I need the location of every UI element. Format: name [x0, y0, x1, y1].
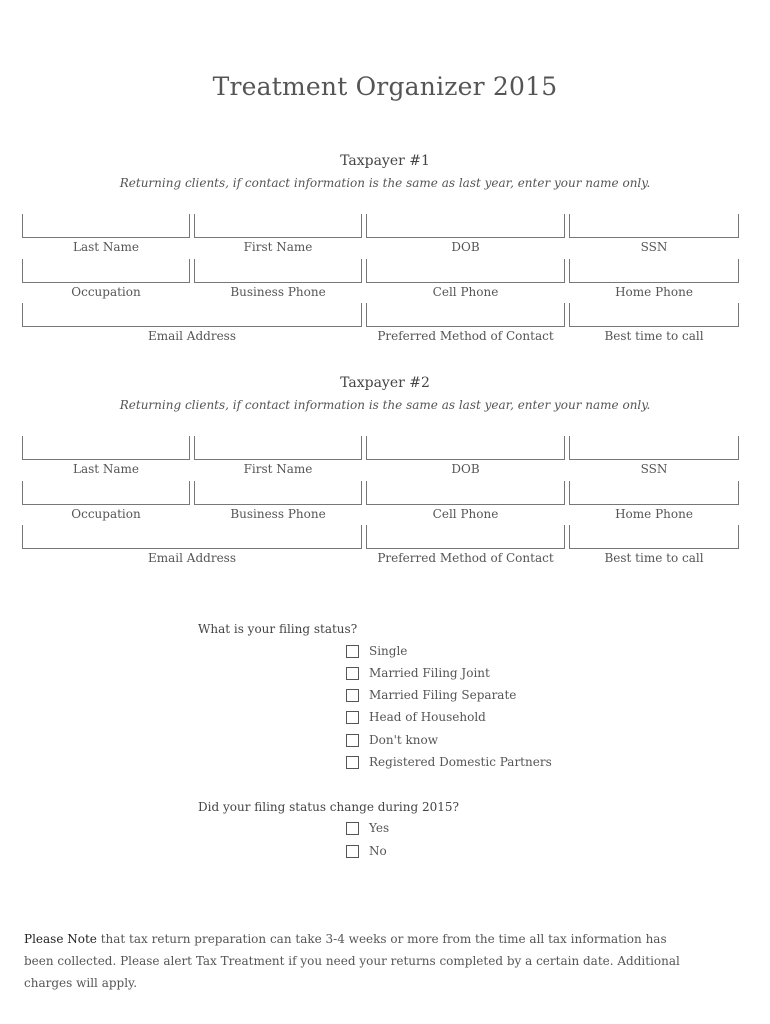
note-text: that tax return preparation can take 3-4…	[24, 932, 680, 990]
tp2-dob-label: DOB	[451, 462, 480, 476]
note-lead: Please Note	[24, 932, 97, 946]
filing-status-question: What is your filing status?	[198, 622, 358, 636]
tp1-business-phone-label: Business Phone	[230, 285, 326, 299]
tp2-preferred-contact-label: Preferred Method of Contact	[377, 551, 554, 565]
filing-status-option[interactable]: Don't know	[346, 731, 438, 749]
filing-status-option[interactable]: Head of Household	[346, 708, 486, 726]
please-note: Please Note that tax return preparation …	[24, 928, 684, 994]
checkbox-no[interactable]	[346, 844, 359, 858]
checkbox-yes[interactable]	[346, 821, 359, 835]
tp2-cell-phone-label: Cell Phone	[432, 507, 499, 521]
checkbox-married-filing-joint[interactable]	[346, 666, 359, 680]
tp1-cell-phone-field[interactable]	[366, 259, 565, 283]
option-label: Head of Household	[369, 710, 486, 724]
taxpayer1-subtitle: Returning clients, if contact informatio…	[119, 176, 651, 190]
tp1-occupation-field[interactable]	[22, 259, 190, 283]
tp1-first-name-field[interactable]	[194, 214, 362, 238]
tp2-ssn-field[interactable]	[569, 436, 739, 460]
tp1-last-name-label: Last Name	[72, 240, 140, 254]
tp2-occupation-label: Occupation	[71, 507, 141, 521]
checkbox-registered-domestic-partners[interactable]	[346, 755, 359, 769]
taxpayer2-heading: Taxpayer #2	[340, 375, 430, 391]
tp2-last-name-label: Last Name	[72, 462, 140, 476]
filing-status-option[interactable]: Married Filing Joint	[346, 664, 490, 682]
tp2-email-label: Email Address	[148, 551, 236, 565]
tp1-ssn-label: SSN	[640, 240, 668, 254]
status-change-question: Did your filing status change during 201…	[198, 800, 459, 814]
checkbox-head-of-household[interactable]	[346, 710, 359, 724]
tp1-preferred-contact-field[interactable]	[366, 303, 565, 327]
tp1-email-label: Email Address	[148, 329, 236, 343]
taxpayer1-heading: Taxpayer #1	[340, 153, 430, 169]
checkbox-dont-know[interactable]	[346, 733, 359, 747]
tp2-email-field[interactable]	[22, 525, 362, 549]
tp1-occupation-label: Occupation	[71, 285, 141, 299]
tp1-best-time-field[interactable]	[569, 303, 739, 327]
tp2-best-time-field[interactable]	[569, 525, 739, 549]
tp1-home-phone-field[interactable]	[569, 259, 739, 283]
checkbox-married-filing-separate[interactable]	[346, 688, 359, 702]
taxpayer2-subtitle: Returning clients, if contact informatio…	[119, 398, 651, 412]
tp1-best-time-label: Best time to call	[604, 329, 704, 343]
tp2-preferred-contact-field[interactable]	[366, 525, 565, 549]
filing-status-option[interactable]: Married Filing Separate	[346, 686, 516, 704]
tp2-dob-field[interactable]	[366, 436, 565, 460]
option-label: No	[369, 844, 387, 858]
tp2-first-name-field[interactable]	[194, 436, 362, 460]
tp1-email-field[interactable]	[22, 303, 362, 327]
tp2-best-time-label: Best time to call	[604, 551, 704, 565]
tp1-ssn-field[interactable]	[569, 214, 739, 238]
option-label: Registered Domestic Partners	[369, 755, 552, 769]
tp2-occupation-field[interactable]	[22, 481, 190, 505]
checkbox-single[interactable]	[346, 644, 359, 658]
tp2-first-name-label: First Name	[243, 462, 313, 476]
tp2-home-phone-field[interactable]	[569, 481, 739, 505]
filing-status-option[interactable]: Single	[346, 642, 407, 660]
tp1-home-phone-label: Home Phone	[615, 285, 693, 299]
status-change-option[interactable]: Yes	[346, 819, 389, 837]
tp1-last-name-field[interactable]	[22, 214, 190, 238]
tp1-dob-label: DOB	[451, 240, 480, 254]
status-change-option[interactable]: No	[346, 842, 387, 860]
tp2-home-phone-label: Home Phone	[615, 507, 693, 521]
tp2-ssn-label: SSN	[640, 462, 668, 476]
tp1-business-phone-field[interactable]	[194, 259, 362, 283]
tp2-business-phone-field[interactable]	[194, 481, 362, 505]
tp2-cell-phone-field[interactable]	[366, 481, 565, 505]
tp1-preferred-contact-label: Preferred Method of Contact	[377, 329, 554, 343]
tp2-business-phone-label: Business Phone	[230, 507, 326, 521]
tp1-dob-field[interactable]	[366, 214, 565, 238]
tp1-first-name-label: First Name	[243, 240, 313, 254]
page-title: Treatment Organizer 2015	[212, 72, 558, 101]
option-label: Married Filing Joint	[369, 666, 490, 680]
option-label: Yes	[369, 821, 390, 835]
tp1-cell-phone-label: Cell Phone	[432, 285, 499, 299]
option-label: Single	[369, 644, 408, 658]
option-label: Don't know	[369, 733, 439, 747]
filing-status-option[interactable]: Registered Domestic Partners	[346, 753, 552, 771]
tp2-last-name-field[interactable]	[22, 436, 190, 460]
option-label: Married Filing Separate	[369, 688, 517, 702]
